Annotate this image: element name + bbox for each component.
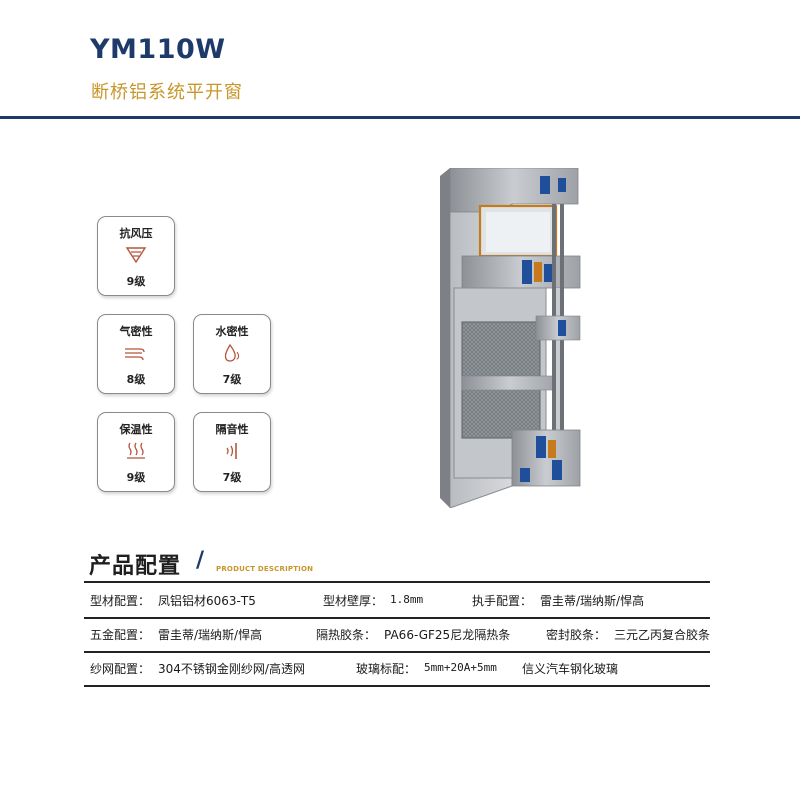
spec-label: 玻璃标配： [356, 662, 417, 676]
spec-value: 304不锈钢金刚纱网/高透网 [158, 662, 305, 676]
spec-value: 信义汽车钢化玻璃 [522, 662, 619, 676]
badge-thermal-insulation: 保温性 9级 [97, 412, 175, 492]
air-flow-icon [125, 348, 145, 361]
spec-label: 密封胶条： [546, 628, 607, 642]
section-title-slash: / [196, 548, 205, 573]
spec-value: 三元乙丙复合胶条 [614, 628, 711, 642]
spec-label: 型材配置： [90, 594, 151, 608]
badge-level: 8级 [126, 373, 146, 386]
badge-label: 水密性 [215, 325, 249, 338]
glass-pane [556, 288, 560, 438]
spec-value: 雷圭蒂/瑞纳斯/悍高 [540, 594, 645, 608]
sound-barrier-icon [226, 443, 237, 459]
upper-glass-inner [486, 212, 550, 252]
thermal-break [540, 176, 550, 194]
badge-level: 7级 [222, 373, 242, 386]
frame-left-edge [440, 168, 450, 508]
spec-divider [84, 617, 710, 619]
spec-label: 五金配置： [90, 628, 151, 642]
spec-divider [84, 581, 710, 583]
heat-wave-icon [127, 442, 145, 459]
thermal-break [522, 260, 532, 284]
thermal-strip [548, 440, 556, 458]
spec-row: 型材配置： 凤铝铝材6063-T5 型材壁厚： 1.8mm 执手配置： 雷圭蒂/… [84, 588, 724, 612]
spec-divider [84, 651, 710, 653]
window-section-image [440, 168, 581, 508]
thermal-break [520, 468, 530, 482]
badge-level: 7级 [222, 471, 242, 484]
badge-label: 保温性 [119, 423, 153, 436]
spec-label: 纱网配置： [90, 662, 151, 676]
thermal-break [544, 264, 552, 282]
section-title: 产品配置 [89, 554, 182, 579]
thermal-break [558, 178, 566, 192]
section-subtitle: PRODUCT DESCRIPTION [216, 565, 314, 573]
thermal-break [558, 320, 566, 336]
spec-row: 纱网配置： 304不锈钢金刚纱网/高透网 玻璃标配： 5mm+20A+5mm 信… [84, 656, 724, 680]
spec-value: 凤铝铝材6063-T5 [158, 594, 256, 608]
badge-airtight: 气密性 8级 [97, 314, 175, 394]
badge-label: 气密性 [119, 325, 153, 338]
spec-label: 执手配置： [472, 594, 533, 608]
spec-value: 雷圭蒂/瑞纳斯/悍高 [158, 628, 263, 642]
spec-divider [84, 685, 710, 687]
mesh-rail [461, 375, 559, 391]
badge-watertight: 水密性 7级 [193, 314, 271, 394]
spec-label: 隔热胶条： [316, 628, 377, 642]
badge-sound-insulation: 隔音性 7级 [193, 412, 271, 492]
spec-value: PA66-GF25尼龙隔热条 [384, 628, 511, 642]
product-subtitle: 断桥铝系统平开窗 [91, 82, 243, 103]
badge-label: 隔音性 [215, 423, 249, 436]
badge-level: 9级 [126, 471, 146, 484]
badge-label: 抗风压 [119, 227, 153, 240]
model-title: YM110W [90, 34, 226, 65]
wind-pressure-icon [125, 247, 147, 264]
spec-value: 5mm+20A+5mm [424, 661, 497, 674]
thermal-break [536, 436, 546, 458]
thermal-break [552, 460, 562, 480]
spec-label: 型材壁厚： [323, 594, 384, 608]
badge-level: 9级 [126, 275, 146, 288]
thermal-strip [534, 262, 542, 282]
spec-row: 五金配置： 雷圭蒂/瑞纳斯/悍高 隔热胶条： PA66-GF25尼龙隔热条 密封… [84, 622, 724, 646]
spec-value: 1.8mm [390, 593, 424, 606]
water-drop-icon [224, 343, 240, 362]
header-divider [0, 116, 800, 119]
badge-wind-pressure: 抗风压 9级 [97, 216, 175, 296]
